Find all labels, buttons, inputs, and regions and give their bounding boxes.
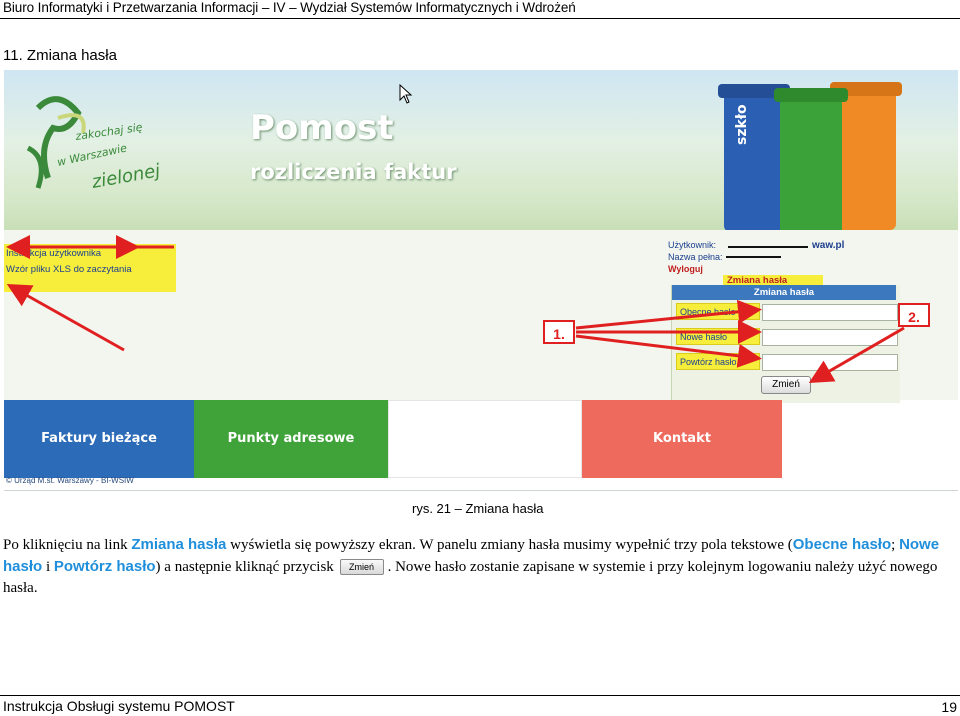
running-header: Biuro Informatyki i Przetwarzania Inform… [3,0,576,15]
nav-tile-current-invoices[interactable]: Faktury bieżące [4,400,194,478]
new-password-label: Nowe hasło [676,328,760,345]
content-area: Instrukcja użytkownika Wzór pliku XLS do… [4,230,958,403]
change-password-link[interactable]: Zmiana hasła [723,275,823,287]
repeat-password-label: Powtórz hasło [676,353,760,370]
repeat-password-input[interactable] [762,354,898,371]
nav-label-1: Faktury bieżące [41,431,157,446]
page-number: 19 [941,699,957,715]
para-text-6: . Nowe hasło zostanie zapisane w systemi… [3,559,938,596]
current-password-input[interactable] [762,304,898,321]
para-text-4: i [42,559,54,575]
nav-label-4: Kontakt [653,431,711,446]
para-highlight-change-password: Zmiana hasła [131,536,227,553]
app-subtitle: rozliczenia faktur [250,160,457,184]
new-password-input[interactable] [762,329,898,346]
nav-tile-address-points[interactable]: Punkty adresowe [194,400,388,478]
header-rule [0,18,960,19]
app-title: Pomost [250,108,394,148]
screenshot-figure: zakochaj się w Warszawie zielonej Pomost… [4,70,958,491]
city-logo: zakochaj się w Warszawie zielonej [26,96,162,193]
inline-zmien-button-image: Zmień [339,559,384,575]
logo-text-3: zielonej [89,160,162,193]
full-name-label: Nazwa pełna: [668,252,723,262]
logout-link[interactable]: Wyloguj [668,264,703,274]
xls-template-link[interactable]: Wzór pliku XLS do zaczytania [6,264,132,275]
body-paragraph: Po kliknięciu na link Zmiana hasła wyświ… [3,534,958,599]
footer-rule [0,695,960,696]
para-text-1: Po kliknięciu na link [3,537,132,553]
para-text-5: ) a następnie kliknąć przycisk [155,559,338,575]
mouse-cursor-icon [399,84,413,104]
user-label: Użytkownik: [668,240,717,250]
bin-label: szkło [734,104,750,145]
user-domain: waw.pl [812,240,845,251]
annotation-badge-1: 1. [543,320,575,344]
nav-tile-blank [388,400,582,478]
submit-change-button[interactable]: Zmień [761,376,811,394]
document-footer: Instrukcja Obsługi systemu POMOST [3,698,235,714]
redaction-bar [728,246,808,248]
app-footer: © Urząd M.st. Warszawy - BI-WSIW [6,476,134,485]
current-password-label: Obecne hasło [676,303,760,320]
annotation-badge-2: 2. [898,303,930,327]
redaction-bar-2 [726,256,781,258]
app-banner: zakochaj się w Warszawie zielonej Pomost… [4,70,958,230]
logo-text-2: w Warszawie [56,141,128,169]
para-highlight-repeat-password: Powtórz hasło [53,558,156,575]
para-text-2: wyświetla się powyższy ekran. W panelu z… [226,537,793,553]
para-highlight-new-password: Nowe hasło [3,536,940,575]
para-highlight-current-password: Obecne hasło [792,536,892,553]
recycling-bins-image: szkło [718,82,902,230]
nav-label-2: Punkty adresowe [227,431,355,446]
user-manual-link[interactable]: Instrukcja użytkownika [6,248,102,259]
help-links-panel: Instrukcja użytkownika Wzór pliku XLS do… [4,244,176,292]
nav-tile-contact[interactable]: Kontakt [582,400,782,478]
form-title: Zmiana hasła [672,285,896,300]
figure-caption: rys. 21 – Zmiana hasła [412,501,544,516]
section-title: 11. Zmiana hasła [3,47,117,64]
para-text-3: ; [891,537,900,553]
